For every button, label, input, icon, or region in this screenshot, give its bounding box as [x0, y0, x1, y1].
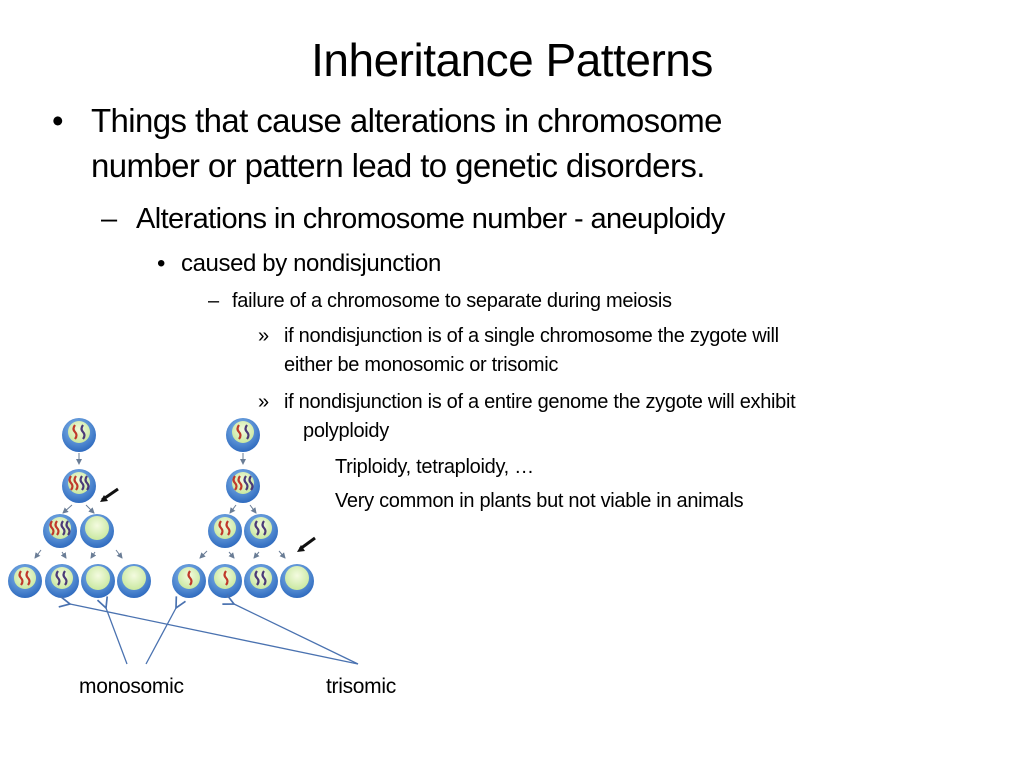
bullet-1-line-1: Things that cause alterations in chromos… [91, 102, 722, 139]
cell-icon [80, 514, 114, 548]
raquo-marker: » [258, 391, 269, 413]
bullet-5-line-1: if nondisjunction is of a single chromos… [284, 325, 779, 347]
cell-icon [43, 514, 77, 548]
dash-marker: – [208, 290, 219, 312]
bullet-5-line-2: either be monosomic or trisomic [284, 354, 559, 376]
bullet-7: Triploidy, tetraploidy, … [335, 456, 534, 478]
cell-icon [208, 564, 242, 598]
bullet-4: failure of a chromosome to separate duri… [232, 290, 672, 312]
cell-icon [244, 564, 278, 598]
trisomic-label: trisomic [326, 675, 396, 698]
slide-title: Inheritance Patterns [311, 34, 713, 86]
bullet-6-line-1: if nondisjunction is of a entire genome … [284, 391, 796, 413]
monosomic-label: monosomic [79, 675, 184, 698]
cell-icon [280, 564, 314, 598]
cell-icon [62, 469, 96, 503]
bullet-8: Very common in plants but not viable in … [335, 490, 744, 512]
cell-icon [208, 514, 242, 548]
bullet-2: Alterations in chromosome number - aneup… [136, 203, 725, 235]
cell-icon [117, 564, 151, 598]
bullet-marker: • [157, 250, 166, 277]
cell-icon [244, 514, 278, 548]
bullet-1-line-2: number or pattern lead to genetic disord… [91, 147, 705, 184]
cell-icon [45, 564, 79, 598]
bullet-marker: • [52, 102, 64, 139]
cell-icon [8, 564, 42, 598]
cell-icon [62, 418, 96, 452]
cell-icon [172, 564, 206, 598]
bullet-6-line-2: polyploidy [303, 420, 389, 442]
dash-marker: – [101, 203, 117, 235]
cell-icon [226, 469, 260, 503]
bullet-3: caused by nondisjunction [181, 250, 441, 277]
raquo-marker: » [258, 325, 269, 347]
cell-icon [226, 418, 260, 452]
nondisjunction-diagram [8, 418, 359, 665]
cell-icon [81, 564, 115, 598]
